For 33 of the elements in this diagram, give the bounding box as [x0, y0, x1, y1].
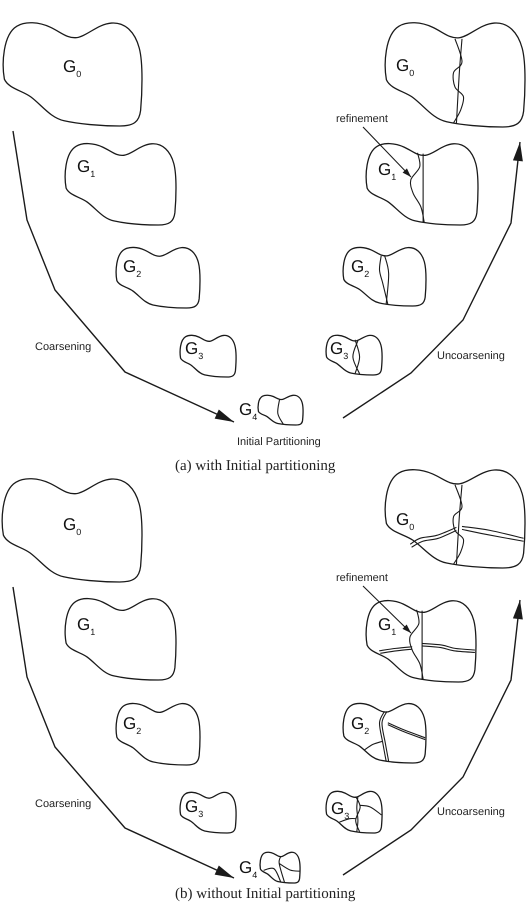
edge-label: Uncoarsening	[437, 806, 505, 819]
graph-label: G$_{4}$	[239, 859, 258, 876]
graph-label: G$_{2}$	[351, 258, 370, 275]
graph-label: G$_{1}$	[77, 616, 96, 633]
graph-label: G$_{2}$	[123, 258, 142, 275]
annotation-text: refinement	[336, 113, 388, 126]
graph-label: G$_{3}$	[185, 340, 204, 357]
leader-arrow	[362, 586, 412, 634]
graph-label: G$_{1}$	[378, 161, 396, 178]
graph-label: G$_{1}$	[378, 616, 396, 633]
graph-label: G$_{2}$	[123, 715, 142, 732]
graph-label: G$_{3}$	[331, 800, 350, 817]
graph-label: G$_{0}$	[63, 58, 82, 75]
figure-caption: (b) without Initial partitioning	[175, 886, 356, 903]
graph-label: G$_{4}$	[239, 401, 258, 418]
arrow	[12, 586, 234, 879]
arrow	[12, 130, 234, 423]
graph-label: G$_{3}$	[330, 340, 348, 357]
graph-label: G$_{3}$	[185, 798, 204, 815]
edge-label: Coarsening	[35, 341, 92, 354]
edge-label: Coarsening	[35, 798, 92, 811]
graph-label: G$_{2}$	[351, 715, 370, 732]
arrow	[342, 142, 523, 419]
graph-label: G$_{0}$	[396, 511, 414, 528]
edge-label: Uncoarsening	[437, 350, 505, 363]
annotation-text: refinement	[336, 572, 388, 585]
graph-label: G$_{1}$	[77, 158, 96, 175]
graph-label: G$_{0}$	[63, 516, 82, 533]
figure-caption: (a) with Initial partitioning	[175, 458, 336, 475]
graph-label: G$_{0}$	[396, 57, 414, 74]
stage-caption: Initial Partitioning	[237, 436, 321, 449]
leader-arrow	[362, 126, 412, 178]
arrow	[342, 600, 523, 876]
